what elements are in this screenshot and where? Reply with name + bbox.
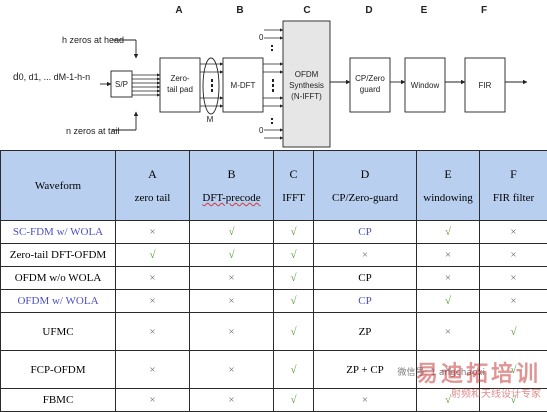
feature-cell: × — [417, 313, 480, 351]
feature-cell: × — [417, 244, 480, 267]
table-row: UFMC××√ZP×√ — [1, 313, 547, 351]
feature-cell: × — [480, 221, 547, 244]
feature-cell: √ — [274, 267, 314, 290]
feature-cell: × — [116, 313, 190, 351]
waveform-name-cell: OFDM w/o WOLA — [1, 267, 116, 290]
feature-cell: √ — [480, 313, 547, 351]
waveform-name-cell: Zero-tail DFT-OFDM — [1, 244, 116, 267]
feature-cell: × — [314, 389, 417, 412]
fir-label: FIR — [479, 81, 492, 90]
m-dft-label: M-DFT — [231, 81, 256, 90]
data-symbols-label: d0, d1, ... dM-1-h-n — [13, 72, 90, 83]
feature-cell: × — [116, 389, 190, 412]
feature-cell: √ — [274, 389, 314, 412]
col-letter-c: C — [303, 5, 310, 16]
header-col-d: D CP/Zero-guard — [314, 151, 417, 221]
feature-cell: × — [190, 389, 274, 412]
cp-label-line1: CP/Zero — [355, 74, 385, 83]
waveform-name-cell: OFDM w/ WOLA — [1, 290, 116, 313]
header-subtitle: FIR filter — [480, 192, 547, 204]
table-row: OFDM w/ WOLA××√CP√× — [1, 290, 547, 313]
waveform-name-cell: FBMC — [1, 389, 116, 412]
feature-cell: √ — [274, 290, 314, 313]
header-subtitle: DFT-precode — [190, 192, 273, 204]
feature-cell: × — [480, 244, 547, 267]
tail-zeros-label: n zeros at tail — [66, 126, 120, 136]
col-letter-e: E — [421, 5, 428, 16]
zero-tail-pad-label-line1: Zero- — [170, 74, 189, 83]
feature-cell: × — [190, 290, 274, 313]
waveform-name-cell: FCP-OFDM — [1, 351, 116, 389]
col-letter-d: D — [365, 5, 372, 16]
waveform-name-cell: SC-FDM w/ WOLA — [1, 221, 116, 244]
feature-cell: × — [417, 267, 480, 290]
cp-label-line2: guard — [360, 85, 380, 94]
feature-cell: √ — [274, 244, 314, 267]
ofdm-label-line3: (N-IFFT) — [291, 92, 322, 101]
watermark-brand: 易迪拓培训 — [416, 356, 541, 388]
feature-cell: √ — [190, 244, 274, 267]
feature-cell: √ — [274, 351, 314, 389]
table-row: Zero-tail DFT-OFDM√√√××× — [1, 244, 547, 267]
header-letter: C — [274, 167, 313, 182]
feature-cell: × — [190, 313, 274, 351]
header-subtitle: windowing — [417, 192, 479, 204]
header-subtitle: CP/Zero-guard — [314, 192, 416, 204]
watermark-tagline: 射频和天线设计专家 — [451, 385, 541, 400]
header-waveform: Waveform — [1, 151, 116, 221]
feature-cell: √ — [417, 290, 480, 313]
col-letter-a: A — [175, 5, 182, 16]
ofdm-label-line1: OFDM — [295, 70, 319, 79]
header-subtitle: zero tail — [116, 192, 189, 204]
feature-cell: × — [314, 244, 417, 267]
header-col-c: C IFFT — [274, 151, 314, 221]
zero-bottom-label: 0 — [259, 126, 264, 135]
zero-top-label: 0 — [259, 33, 264, 42]
feature-cell: × — [116, 351, 190, 389]
table-row: OFDM w/o WOLA××√CP×× — [1, 267, 547, 290]
zero-tail-pad-label-line2: tail pad — [167, 85, 193, 94]
header-col-b: B DFT-precode — [190, 151, 274, 221]
feature-cell: √ — [116, 244, 190, 267]
col-letter-f: F — [481, 5, 487, 16]
feature-cell: √ — [190, 221, 274, 244]
header-letter: D — [314, 167, 416, 182]
feature-cell: × — [480, 290, 547, 313]
figure: A B C D E F h zeros at head n zeros at t… — [0, 0, 547, 402]
header-letter: B — [190, 167, 273, 182]
feature-cell: √ — [274, 221, 314, 244]
header-letter: A — [116, 167, 189, 182]
header-letter: F — [480, 167, 547, 182]
feature-cell: × — [116, 221, 190, 244]
sp-label: S/P — [115, 80, 128, 89]
header-col-f: F FIR filter — [480, 151, 547, 221]
ofdm-label-line2: Synthesis — [289, 81, 324, 90]
m-label: M — [207, 115, 214, 124]
header-letter: E — [417, 167, 479, 182]
table-row: SC-FDM w/ WOLA×√√CP√× — [1, 221, 547, 244]
feature-cell: CP — [314, 221, 417, 244]
feature-cell: × — [116, 267, 190, 290]
feature-cell: × — [190, 267, 274, 290]
feature-cell: × — [190, 351, 274, 389]
feature-cell: CP — [314, 267, 417, 290]
col-letter-b: B — [236, 5, 243, 16]
feature-cell: × — [116, 290, 190, 313]
window-label: Window — [411, 81, 440, 90]
feature-cell: × — [480, 267, 547, 290]
feature-cell: √ — [417, 221, 480, 244]
transmitter-block-diagram: A B C D E F h zeros at head n zeros at t… — [0, 0, 547, 150]
header-subtitle: IFFT — [274, 192, 313, 204]
waveform-name-cell: UFMC — [1, 313, 116, 351]
feature-cell: √ — [274, 313, 314, 351]
feature-cell: ZP — [314, 313, 417, 351]
feature-cell: CP — [314, 290, 417, 313]
